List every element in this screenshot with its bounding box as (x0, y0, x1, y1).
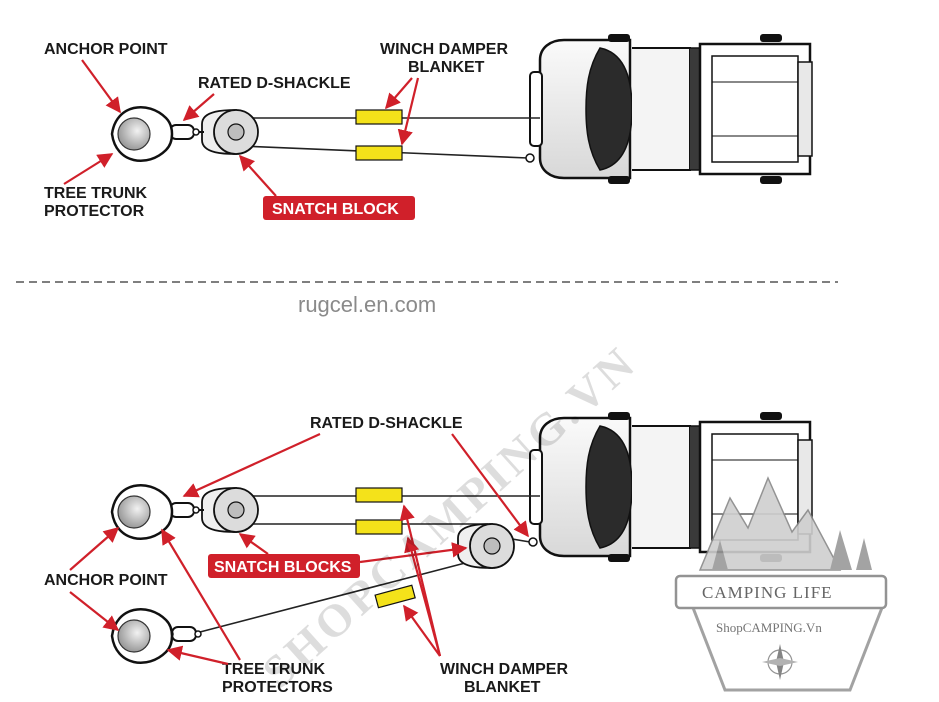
top-winch-hook (525, 153, 535, 163)
top-snatch-block-arrow (238, 154, 277, 197)
bottom-rope-3 (199, 555, 493, 633)
bottom-snatch-arrow-1 (238, 533, 269, 555)
bottom-snatch-block-1 (201, 487, 259, 533)
bottom-anchor-arrow-upper (69, 526, 120, 571)
bottom-anchor-point-label: ANCHOR POINT (44, 572, 168, 589)
top-snatch-block-tag (263, 196, 415, 220)
bottom-anchor-2 (110, 607, 174, 665)
top-damper-arrow-upper (384, 77, 413, 110)
top-anchor (110, 105, 174, 163)
bottom-diagram: RATED D-SHACKLE SNATCH BLOCKS ANCHOR POI… (44, 410, 814, 696)
bottom-tree-trunk-arrow-lower (166, 645, 229, 666)
bottom-damper-arrow-2 (404, 536, 442, 657)
top-truck (528, 32, 814, 186)
compass-icon (762, 644, 798, 680)
top-anchor-point-label: ANCHOR POINT (44, 41, 168, 58)
bottom-tree-trunk-arrow-upper (161, 528, 241, 661)
camping-life-badge: CAMPING LIFE ShopCAMPING.Vn (674, 476, 888, 692)
bottom-anchor-arrow-lower (69, 591, 120, 631)
bottom-snatch-blocks-label: SNATCH BLOCKS (214, 559, 352, 576)
top-tree-trunk-arrow (63, 153, 114, 185)
top-winch-damper-line1: WINCH DAMPER (380, 41, 508, 58)
top-tree-trunk-line2: PROTECTOR (44, 203, 145, 220)
badge-banner (674, 574, 888, 610)
bottom-damper-3 (374, 584, 416, 609)
top-winch-damper-line2: BLANKET (408, 59, 485, 76)
bottom-tree-trunk-line2: PROTECTORS (222, 679, 333, 696)
top-damper-arrow-lower (397, 77, 420, 146)
top-d-shackle-arrow (182, 93, 215, 122)
bottom-damper-arrow-3 (403, 604, 441, 657)
top-diagram: ANCHOR POINT RATED D-SHACKLE WINCH DAMPE… (44, 32, 814, 220)
website-watermark: rugcel.en.com (298, 292, 436, 317)
bottom-d-shackle-label: RATED D-SHACKLE (310, 415, 463, 432)
top-damper-lower (355, 145, 403, 161)
top-anchor-arrow (81, 59, 121, 114)
bottom-damper-2 (355, 519, 403, 535)
bottom-d-shackle-arrow-left (182, 432, 321, 498)
bottom-winch-damper-line1: WINCH DAMPER (440, 661, 568, 678)
bottom-tree-trunk-line1: TREE TRUNK (222, 661, 326, 678)
badge-title: CAMPING LIFE (702, 583, 833, 602)
bottom-damper-1 (355, 487, 403, 503)
bottom-winch-hook (528, 537, 538, 547)
top-damper-upper (355, 109, 403, 125)
top-snatch-block (201, 109, 259, 155)
bottom-winch-damper-line2: BLANKET (464, 679, 541, 696)
bottom-d-shackle-arrow-right (451, 433, 529, 538)
badge-site: ShopCAMPING.Vn (716, 620, 822, 635)
bottom-snatch-blocks-tag (208, 554, 360, 578)
top-tree-trunk-line1: TREE TRUNK (44, 185, 148, 202)
top-snatch-block-label: SNATCH BLOCK (272, 201, 399, 218)
top-d-shackle-label: RATED D-SHACKLE (198, 75, 351, 92)
